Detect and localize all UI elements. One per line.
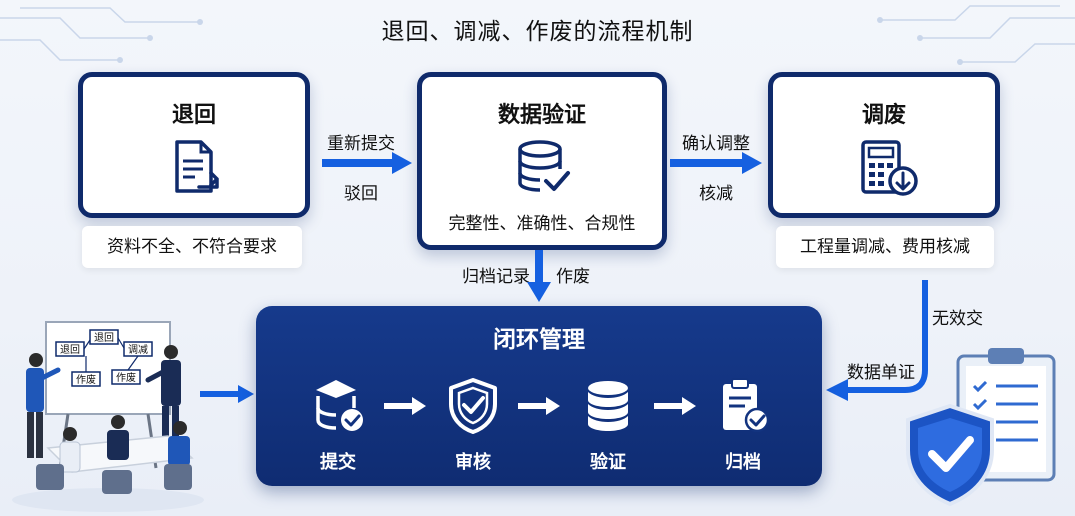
return-note: 资料不全、不符合要求 [82,226,302,268]
arrow-label-data-voucher: 数据单证 [847,363,915,383]
management-title: 闭环管理 [493,327,585,353]
step-label-submit: 提交 [320,452,356,473]
database-check-icon [518,140,570,192]
verify-card-subtitle: 完整性、准确性、合规性 [448,214,636,234]
diagram-title: 退回、调减、作废的流程机制 [381,19,694,45]
arrow-meeting-mgmt [200,385,254,403]
arrow-step-3-4 [654,397,696,415]
circuit-decoration-right [877,5,1075,65]
board-label-4: 作废 [76,373,96,386]
adjust-card: 调废 [768,72,1000,218]
arrow-label-reject: 驳回 [344,184,378,204]
arrow-right-verify-adjust [670,152,762,174]
board-label-3: 调减 [128,344,148,356]
arrow-label-reduce: 核减 [699,184,733,204]
arrow-down-verify-mgmt [527,250,551,302]
arrow-label-archive-record: 归档记录 [462,267,530,287]
clipboard-shield-illustration [906,348,1056,507]
arrow-step-2-3 [518,397,560,415]
board-label-5: 作废 [116,371,136,384]
step-label-archive: 归档 [725,452,761,473]
closed-loop-management-panel: 闭环管理 提交 审核 验证 归档 [256,306,822,486]
calculator-download-icon [861,140,918,196]
arrow-label-void: 作废 [556,267,590,287]
adjust-card-title: 调废 [861,103,906,128]
shield-check-icon [449,378,497,434]
team-meeting-illustration: 退回 退回 调减 作废 作废 [12,321,204,512]
return-card-title: 退回 [171,103,216,128]
arrow-elbow-adjust-mgmt [826,280,928,401]
board-label-2: 退回 [94,332,114,344]
arrow-label-resubmit: 重新提交 [327,134,395,154]
verify-card-title: 数据验证 [497,103,586,128]
arrow-step-1-2 [384,397,426,415]
circuit-decoration-left [0,7,203,63]
clipboard-check-icon [723,378,770,433]
verify-card: 数据验证 完整性、准确性、合规性 [417,72,667,250]
arrow-right-return-verify [322,152,412,174]
arrow-label-confirm: 确认调整 [682,134,750,154]
adjust-note: 工程量调减、费用核减 [776,226,994,268]
return-card: 退回 [78,72,310,218]
document-return-icon [175,140,219,193]
step-label-review: 审核 [455,452,491,473]
arrow-label-invalid-submit: 无效交 [932,309,983,329]
board-label-1: 退回 [60,344,80,356]
database-icon [588,381,628,431]
database-submit-icon [316,380,363,431]
step-label-verify: 验证 [590,452,626,473]
